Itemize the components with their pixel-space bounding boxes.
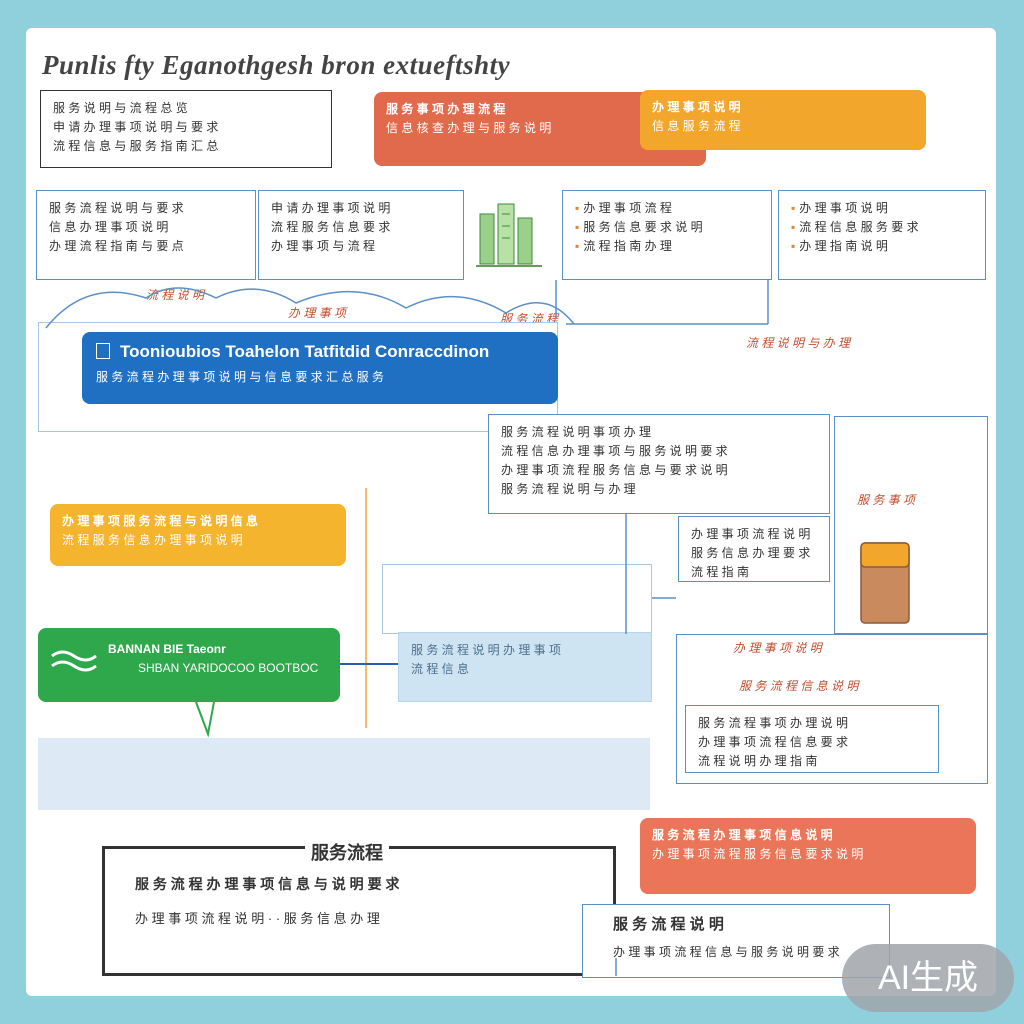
blue-banner-heading-text: Toonioubios Toahelon Tatfitdid Conraccdi… (120, 342, 490, 361)
info-box-3-line-1: ▪办 理 事 项 流 程 (575, 199, 759, 218)
document-icon (96, 343, 110, 359)
right-tall-box: 服 务 事 项 (834, 416, 988, 634)
green-banner: BANNAN BIE Taeonr SHBAN YARIDOCOO BOOTBO… (38, 628, 340, 702)
sketch-label-4: 流 程 说 明 与 办 理 (746, 336, 851, 350)
red-banner-line-1: 服 务 事 项 办 理 流 程 (386, 102, 506, 116)
top-note-line-1: 服 务 说 明 与 流 程 总 览 (53, 101, 188, 115)
info-box-3-text-2: 服 务 信 息 要 求 说 明 (583, 220, 703, 234)
info-box-4-line-2: ▪流 程 信 息 服 务 要 求 (791, 218, 973, 237)
right-mid-inner-line-3: 流 程 说 明 办 理 指 南 (698, 754, 818, 768)
yellow-banner-line-1: 办 理 事 项 服 务 流 程 与 说 明 信 息 (62, 514, 259, 528)
ai-generated-badge: AI生成 (842, 944, 1014, 1012)
right-mid-inner-box: 服 务 流 程 事 项 办 理 说 明 办 理 事 项 流 程 信 息 要 求 … (685, 705, 939, 773)
info-box-4-line-3: ▪办 理 指 南 说 明 (791, 237, 973, 256)
bullet-icon: ▪ (575, 239, 580, 253)
info-box-1-line-2: 信 息 办 理 事 项 说 明 (49, 220, 169, 234)
bullet-icon: ▪ (575, 220, 580, 234)
green-banner-heading: BANNAN BIE Taeonr (108, 642, 226, 656)
diagram-title: Punlis fty Eganothgesh bron extueftshty (42, 50, 511, 80)
bottom-left-line-1: 服 务 流 程 办 理 事 项 信 息 与 说 明 要 求 (135, 876, 400, 892)
pale-blue-box: 服 务 流 程 说 明 办 理 事 项 流 程 信 息 (398, 632, 652, 702)
sketch-label-1: 流 程 说 明 (146, 288, 205, 302)
middle-box-line-2: 流 程 信 息 办 理 事 项 与 服 务 说 明 要 求 (501, 444, 728, 458)
right-mid-title: 办 理 事 项 说 明 (733, 641, 822, 655)
middle-info-box: 服 务 流 程 说 明 事 项 办 理 流 程 信 息 办 理 事 项 与 服 … (488, 414, 830, 514)
bottom-right-line: 办 理 事 项 流 程 信 息 与 服 务 说 明 要 求 (613, 945, 840, 959)
info-box-3-text-1: 办 理 事 项 流 程 (583, 201, 672, 215)
info-box-2-line-2: 流 程 服 务 信 息 要 求 (271, 220, 391, 234)
info-box-2-line-1: 申 请 办 理 事 项 说 明 (271, 201, 391, 215)
info-box-3-line-2: ▪服 务 信 息 要 求 说 明 (575, 218, 759, 237)
blue-banner-subline: 服 务 流 程 办 理 事 项 说 明 与 信 息 要 求 汇 总 服 务 (96, 370, 385, 384)
yellow-banner-line-2: 流 程 服 务 信 息 办 理 事 项 说 明 (62, 533, 243, 547)
top-note-line-3: 流 程 信 息 与 服 务 指 南 汇 总 (53, 139, 219, 153)
info-box-4: ▪办 理 事 项 说 明 ▪流 程 信 息 服 务 要 求 ▪办 理 指 南 说… (778, 190, 986, 280)
pale-box-line-1: 服 务 流 程 说 明 办 理 事 项 (411, 643, 562, 657)
wave-icon (48, 646, 100, 681)
blue-banner-heading: Toonioubios Toahelon Tatfitdid Conraccdi… (96, 342, 544, 362)
info-box-4-text-2: 流 程 信 息 服 务 要 求 (799, 220, 919, 234)
orange-banner-line-2: 信 息 服 务 流 程 (652, 119, 741, 133)
info-box-1-line-1: 服 务 流 程 说 明 与 要 求 (49, 201, 184, 215)
yellow-banner: 办 理 事 项 服 务 流 程 与 说 明 信 息 流 程 服 务 信 息 办 … (50, 504, 346, 566)
middle-box-line-3: 办 理 事 项 流 程 服 务 信 息 与 要 求 说 明 (501, 463, 728, 477)
right-mid-inner-line-2: 办 理 事 项 流 程 信 息 要 求 (698, 735, 849, 749)
middle-box-line-4: 服 务 流 程 说 明 与 办 理 (501, 482, 636, 496)
right-mid-subtitle: 服 务 流 程 信 息 说 明 (739, 679, 859, 693)
bottom-right-box: 服 务 流 程 说 明 办 理 事 项 流 程 信 息 与 服 务 说 明 要 … (582, 904, 890, 978)
info-box-3-line-3: ▪流 程 指 南 办 理 (575, 237, 759, 256)
top-note-box: 服 务 说 明 与 流 程 总 览 申 请 办 理 事 项 说 明 与 要 求 … (40, 90, 332, 168)
mid-small-box: 办 理 事 项 流 程 说 明 服 务 信 息 办 理 要 求 流 程 指 南 (678, 516, 830, 582)
mid-small-line-2: 服 务 信 息 办 理 要 求 (691, 546, 811, 560)
right-mid-box: 办 理 事 项 说 明 服 务 流 程 信 息 说 明 服 务 流 程 事 项 … (676, 634, 988, 784)
coral-banner: 服 务 流 程 办 理 事 项 信 息 说 明 办 理 事 项 流 程 服 务 … (640, 818, 976, 894)
outline-box-center (382, 564, 652, 634)
bottom-left-box: 服务流程 服 务 流 程 办 理 事 项 信 息 与 说 明 要 求 办 理 事… (102, 839, 616, 976)
info-box-4-text-1: 办 理 事 项 说 明 (799, 201, 888, 215)
pale-strip (38, 738, 650, 810)
pale-box-line-2: 流 程 信 息 (411, 662, 470, 676)
bullet-icon: ▪ (791, 220, 796, 234)
info-box-4-text-3: 办 理 指 南 说 明 (799, 239, 888, 253)
info-box-3-text-3: 流 程 指 南 办 理 (583, 239, 672, 253)
info-box-2: 申 请 办 理 事 项 说 明 流 程 服 务 信 息 要 求 办 理 事 项 … (258, 190, 464, 280)
orange-banner-line-1: 办 理 事 项 说 明 (652, 100, 741, 114)
blue-banner: Toonioubios Toahelon Tatfitdid Conraccdi… (82, 332, 558, 404)
diagram-canvas: Punlis fty Eganothgesh bron extueftshty … (26, 28, 996, 996)
bottom-left-line-2: 办 理 事 项 流 程 说 明 · · 服 务 信 息 办 理 (135, 911, 380, 926)
jar-icon (855, 537, 915, 632)
info-box-1: 服 务 流 程 说 明 与 要 求 信 息 办 理 事 项 说 明 办 理 流 … (36, 190, 256, 280)
middle-box-line-1: 服 务 流 程 说 明 事 项 办 理 (501, 425, 652, 439)
mid-small-line-3: 流 程 指 南 (691, 565, 750, 579)
info-box-2-line-3: 办 理 事 项 与 流 程 (271, 239, 376, 253)
mid-small-line-1: 办 理 事 项 流 程 说 明 (691, 527, 811, 541)
coral-banner-line-1: 服 务 流 程 办 理 事 项 信 息 说 明 (652, 828, 833, 842)
right-tall-label: 服 务 事 项 (857, 493, 916, 507)
bullet-icon: ▪ (791, 239, 796, 253)
bottom-left-heading: 服务流程 (305, 839, 389, 865)
green-banner-subline: SHBAN YARIDOCOO BOOTBOC (138, 661, 319, 675)
sketch-label-2: 办 理 事 项 (288, 306, 347, 320)
info-box-4-line-1: ▪办 理 事 项 说 明 (791, 199, 973, 218)
top-note-line-2: 申 请 办 理 事 项 说 明 与 要 求 (53, 120, 219, 134)
orange-banner: 办 理 事 项 说 明 信 息 服 务 流 程 (640, 90, 926, 150)
info-box-3: ▪办 理 事 项 流 程 ▪服 务 信 息 要 求 说 明 ▪流 程 指 南 办… (562, 190, 772, 280)
building-sketch-icon (472, 196, 556, 276)
bullet-icon: ▪ (575, 201, 580, 215)
info-box-1-line-3: 办 理 流 程 指 南 与 要 点 (49, 239, 184, 253)
bottom-right-heading: 服 务 流 程 说 明 (613, 916, 724, 933)
coral-banner-line-2: 办 理 事 项 流 程 服 务 信 息 要 求 说 明 (652, 847, 864, 861)
right-mid-inner-line-1: 服 务 流 程 事 项 办 理 说 明 (698, 716, 849, 730)
bullet-icon: ▪ (791, 201, 796, 215)
red-banner-line-2: 信 息 核 查 办 理 与 服 务 说 明 (386, 121, 552, 135)
